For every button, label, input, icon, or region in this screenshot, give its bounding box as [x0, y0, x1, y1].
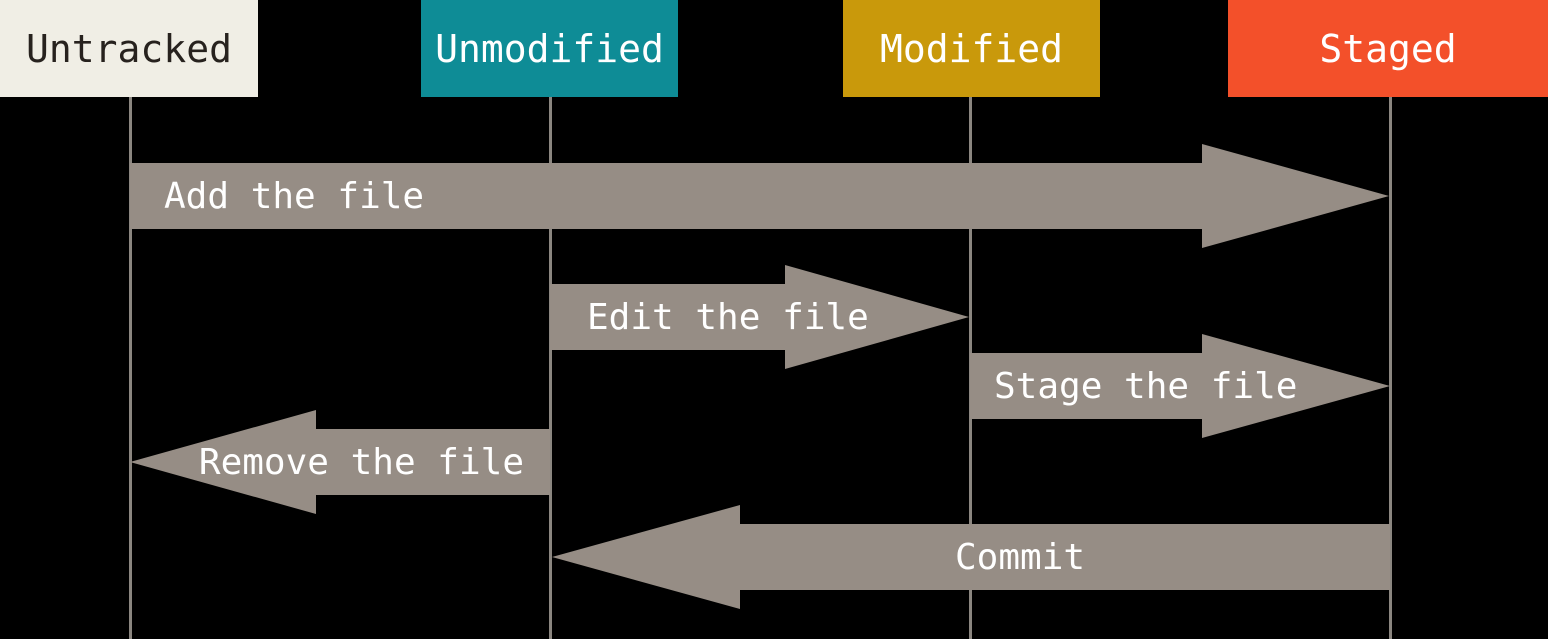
- arrow-label: Remove the file: [198, 441, 524, 483]
- state-label-staged: Staged: [1319, 26, 1457, 71]
- arrow-add-the-file: Add the file: [130, 144, 1389, 248]
- state-label-unmodified: Unmodified: [435, 26, 664, 71]
- state-label-untracked: Untracked: [26, 26, 232, 71]
- lifeline-untracked: [129, 97, 132, 639]
- state-label-modified: Modified: [879, 26, 1064, 71]
- arrowhead-right-icon: [1202, 334, 1390, 438]
- state-box-modified: Modified: [843, 0, 1100, 97]
- arrow-stage-the-file: Stage the file: [970, 334, 1390, 438]
- arrow-shaft: [970, 353, 1203, 419]
- arrow-label: Add the file: [164, 175, 425, 217]
- state-box-unmodified: Unmodified: [421, 0, 678, 97]
- arrow-label: Stage the file: [994, 365, 1298, 407]
- arrow-label: Edit the file: [587, 296, 869, 338]
- arrow-shaft: [550, 284, 786, 350]
- arrowhead-right-icon: [1202, 144, 1389, 248]
- lifeline-staged: [1389, 97, 1392, 639]
- arrow-shaft: [316, 429, 550, 495]
- arrow-label: Commit: [955, 536, 1086, 578]
- arrowhead-right-icon: [785, 265, 969, 369]
- arrow-edit-the-file: Edit the file: [550, 265, 969, 369]
- arrow-commit: Commit: [552, 505, 1390, 609]
- state-box-staged: Staged: [1228, 0, 1548, 97]
- arrow-remove-the-file: Remove the file: [130, 410, 550, 514]
- arrow-shaft: [130, 163, 1203, 229]
- arrowhead-left-icon: [130, 410, 316, 514]
- state-box-untracked: Untracked: [0, 0, 258, 97]
- arrowhead-left-icon: [552, 505, 740, 609]
- arrow-shaft: [740, 524, 1390, 590]
- lifeline-unmodified: [549, 97, 552, 639]
